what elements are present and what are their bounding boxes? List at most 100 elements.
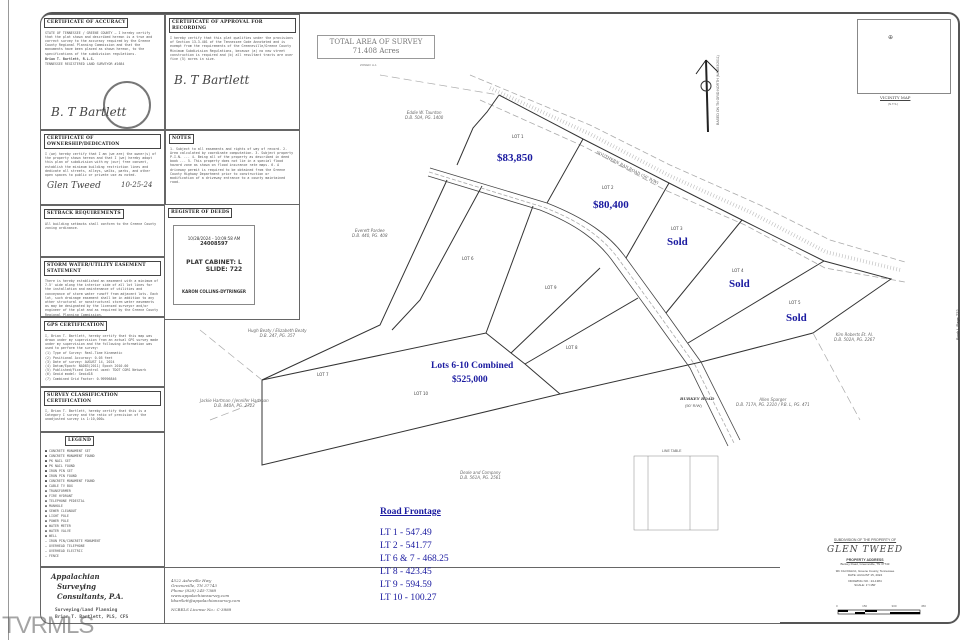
- survey-classification: SURVEY CLASSIFICATION CERTIFICATION I, B…: [40, 387, 165, 432]
- adjoiner-line: [812, 332, 861, 421]
- scale-tick: 300: [891, 604, 897, 608]
- lot-8-line: [524, 297, 639, 365]
- drawing-scale: SCALE: 1"=150': [854, 583, 876, 587]
- lot-4-label: LOT 4: [732, 268, 744, 273]
- road-row-label: (50' R/W): [685, 403, 702, 408]
- gps-item: (3) Date of survey: AUGUST 14, 2024: [45, 359, 115, 364]
- legend-label: CABLE TV BOX: [48, 483, 73, 488]
- frontage-item: LT 9 - 594.59: [380, 580, 432, 590]
- lot-8-label: LOT 8: [566, 345, 578, 350]
- license-number: NCBELS License No.: C-3888: [171, 607, 232, 612]
- west-parcel-outline: [261, 179, 702, 466]
- legend-item: ■ CONCRETE MONUMENT FOUND: [45, 454, 160, 459]
- legend-label: CONCRETE MONUMENT FOUND: [48, 478, 95, 483]
- scale-tick: 150: [862, 604, 868, 608]
- legend-symbol-icon: ■: [45, 478, 49, 483]
- gps-item: (6) Geoid model: Geoid18: [45, 372, 93, 377]
- legend-label: OVERHEAD TELEPHONE: [48, 543, 85, 548]
- scale-tick: 0: [836, 604, 838, 608]
- legend-symbol-icon: ●: [45, 513, 49, 518]
- legend-label: FIRE HYDRANT: [48, 493, 73, 498]
- combined-lots-price: $525,000: [452, 375, 488, 385]
- legend-label: PK NAIL SET: [48, 458, 71, 463]
- legend-label: FENCE: [48, 553, 59, 558]
- divider: [164, 567, 165, 624]
- lot-5-status: Sold: [786, 312, 807, 324]
- legend-label: TELEPHONE PEDESTAL: [48, 498, 85, 503]
- watermark: TVRMLS: [2, 612, 94, 639]
- title-pre: SUBDIVISION OF THE PROPERTY OF: [833, 538, 897, 542]
- title-block: SUBDIVISION OF THE PROPERTY OF GLEN TWEE…: [820, 538, 910, 587]
- railroad-row-line: [469, 74, 906, 263]
- signature: B. T Bartlett: [51, 105, 127, 119]
- scale-tick: 450: [920, 604, 926, 608]
- storm-water-statement: STORM WATER/UTILITY EASEMENT STATEMENT T…: [40, 257, 165, 317]
- road-frontage-title: Road Frontage: [380, 507, 441, 517]
- company-logo: Appalachian Surveying Consultants, P.A.: [51, 572, 123, 602]
- address-line: Greeneville, TN 37743: [171, 583, 217, 588]
- signer-title: TENNESSEE REGISTERED LAND SURVEYOR #1684: [45, 61, 125, 66]
- company-services: Surveying/Land Planning: [55, 608, 118, 613]
- legend-label: WELL: [48, 533, 57, 538]
- gps-item: (2) Positional Accuracy: 0.05 feet: [45, 355, 113, 360]
- logo-line: Consultants, P.A.: [57, 592, 124, 601]
- gps-item: (1) Type of Survey: Real-Time Kinematic: [45, 351, 123, 356]
- legend-label: LIGHT POLE: [48, 513, 69, 518]
- panel-body: I, Brian T. Bartlett, hereby certify tha…: [45, 409, 147, 422]
- legend-symbol-icon: ■: [45, 458, 49, 463]
- lot-4-5-line: [687, 260, 825, 344]
- legend-item: ● WELL: [45, 534, 160, 539]
- panel-body: I hereby certify that this plat qualifie…: [170, 36, 294, 62]
- legend-item: ● SEWER CLEANOUT: [45, 509, 160, 514]
- legend-symbol-icon: ■: [45, 473, 49, 478]
- survey-area-title: TOTAL AREA OF SURVEY: [329, 38, 423, 46]
- owner-signature: Glen Tweed: [47, 181, 101, 191]
- company-footer: Appalachian Surveying Consultants, P.A. …: [40, 567, 780, 624]
- vicinity-map: ⊕: [857, 19, 951, 94]
- legend-label: WATER VALVE: [48, 528, 71, 533]
- panel-title: CERTIFICATE OF OWNERSHIP/DEDICATION: [44, 134, 161, 149]
- register-name: KARON COLLINS-DYTRINGER: [182, 289, 246, 294]
- legend-label: TRANSFORMER: [48, 488, 71, 493]
- legend-item: ● MANHOLE: [45, 504, 160, 509]
- legend-symbol-icon: ●: [45, 493, 49, 498]
- lot-2-3-line: [625, 182, 670, 259]
- lot-4-status: Sold: [729, 278, 750, 290]
- legend-panel: LEGEND ■ CONCRETE MONUMENT SET■ CONCRETE…: [40, 432, 165, 567]
- company-address: 4522 Asheville Hwy Greeneville, TN 37743…: [171, 578, 240, 612]
- legend-symbol-icon: ●: [45, 503, 49, 508]
- legend-item: ● WATER VALVE: [45, 529, 160, 534]
- address-line[interactable]: bbartlett@appalachiansurvey.com: [171, 598, 241, 603]
- panel-body: All building setbacks shall conform to t…: [45, 221, 157, 230]
- line-table-title: LINE TABLE: [662, 449, 682, 453]
- panel-title: STORM WATER/UTILITY EASEMENT STATEMENT: [44, 261, 161, 276]
- lot-2-price: $80,400: [593, 199, 629, 211]
- legend-label: OVERHEAD ELECTRIC: [48, 548, 83, 553]
- line-table-grid: [633, 455, 719, 531]
- register-of-deeds: REGISTER OF DEEDS 10/28/2024 - 10:09:58 …: [165, 205, 300, 320]
- surveyor-seal: [103, 81, 151, 129]
- legend-label: MANHOLE: [48, 503, 63, 508]
- legend-symbol-icon: ●: [45, 488, 49, 493]
- site-marker-icon: ⊕: [888, 34, 894, 41]
- legend-label: WATER METER: [48, 523, 71, 528]
- legend-symbol-icon: ■: [45, 448, 49, 453]
- panel-body: There is hereby established an easement …: [45, 279, 159, 317]
- legend-item: ● WATER METER: [45, 524, 160, 529]
- lot-3-status: Sold: [667, 236, 688, 248]
- panel-body: 1. Subject to all easements and rights o…: [170, 146, 294, 185]
- panel-title: REGISTER OF DEEDS: [168, 208, 233, 218]
- scale-bar: [837, 609, 921, 615]
- legend-label: IRON PIN SET: [48, 468, 73, 473]
- lot-1-price: $83,850: [497, 152, 533, 164]
- company-principal: Brian T. Bartlett, PLS, CFS: [55, 615, 129, 620]
- legend-symbol-icon: —: [45, 543, 49, 548]
- lot-boundaries: [261, 94, 893, 466]
- logo-line: Appalachian: [51, 572, 100, 581]
- panel-title: CERTIFICATE OF APPROVAL FOR RECORDING: [169, 18, 296, 33]
- address-line[interactable]: www.appalachiansurvey.com: [171, 593, 230, 598]
